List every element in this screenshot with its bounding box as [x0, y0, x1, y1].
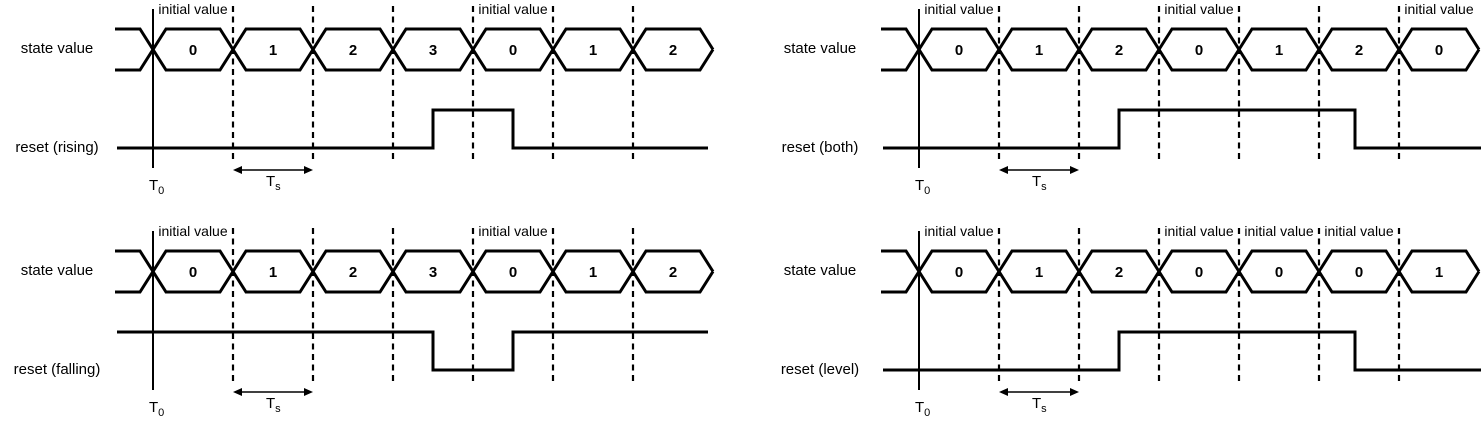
initial-value-label: initial value [1324, 223, 1393, 239]
state-value-label: state value [20, 40, 94, 57]
t0-label: T0 [149, 399, 164, 419]
state-value-label: state value [783, 262, 857, 279]
ts-interval-arrow [999, 166, 1079, 174]
state-bus-waveform [881, 27, 1481, 72]
cycle-boundary-lines [231, 6, 635, 163]
state-cell-values: 0 1 2 3 0 1 2 [189, 42, 677, 59]
state-cell-value: 2 [1355, 42, 1363, 59]
state-cell-value: 1 [1275, 42, 1283, 59]
initial-value-label: initial value [924, 1, 993, 17]
state-bus-waveform [115, 27, 715, 72]
state-cell-value: 0 [1275, 264, 1283, 281]
ts-label: Ts [1032, 173, 1047, 193]
state-value-label: state value [783, 40, 857, 57]
initial-value-labels: initial value initial value initial value [924, 1, 1473, 17]
state-cell-value: 1 [269, 264, 277, 281]
state-value-label: state value [20, 262, 94, 279]
state-cell-value: 3 [429, 42, 437, 59]
state-cell-value: 3 [429, 264, 437, 281]
initial-value-label: initial value [1244, 223, 1313, 239]
cycle-boundary-lines [997, 228, 1401, 385]
state-bus-waveform [881, 249, 1481, 294]
state-cell-value: 1 [589, 264, 597, 281]
reset-signal-waveform [117, 108, 708, 150]
initial-value-label: initial value [158, 223, 227, 239]
state-cell-value: 1 [1035, 264, 1043, 281]
state-cell-value: 2 [1115, 264, 1123, 281]
state-cell-values: 0 1 2 3 0 1 2 [189, 264, 677, 281]
reset-both-label: reset (both) [781, 139, 859, 156]
initial-value-label: initial value [1164, 223, 1233, 239]
ts-label: Ts [1032, 395, 1047, 415]
state-cell-value: 0 [509, 264, 517, 281]
state-cell-value: 1 [1035, 42, 1043, 59]
state-cell-value: 1 [589, 42, 597, 59]
t0-label: T0 [915, 399, 930, 419]
state-bus-waveform [115, 249, 715, 294]
state-cell-value: 2 [1115, 42, 1123, 59]
initial-value-labels: initial value initial value [158, 223, 547, 239]
initial-value-label: initial value [478, 1, 547, 17]
ts-interval-arrow [999, 388, 1079, 396]
initial-value-labels: initial value initial value [158, 1, 547, 17]
initial-value-label: initial value [478, 223, 547, 239]
state-cell-values: 0 1 2 0 1 2 0 [955, 42, 1443, 59]
state-cell-value: 0 [1195, 264, 1203, 281]
initial-value-labels: initial value initial value initial value i… [924, 223, 1393, 239]
ts-interval-arrow [233, 388, 313, 396]
cycle-boundary-lines [231, 228, 635, 385]
reset-falling-label: reset (falling) [13, 361, 101, 378]
t0-label: T0 [915, 177, 930, 197]
state-cell-value: 0 [1195, 42, 1203, 59]
state-cell-value: 0 [509, 42, 517, 59]
initial-value-label: initial value [1404, 1, 1473, 17]
reset-signal-waveform [883, 330, 1481, 372]
state-cell-values: 0 1 2 0 0 0 1 [955, 264, 1443, 281]
initial-value-label: initial value [924, 223, 993, 239]
reset-level-label: reset (level) [780, 361, 860, 378]
state-cell-value: 2 [349, 264, 357, 281]
state-cell-value: 0 [189, 42, 197, 59]
state-cell-value: 0 [1435, 42, 1443, 59]
state-cell-value: 2 [349, 42, 357, 59]
t0-label: T0 [149, 177, 164, 197]
reset-signal-waveform [883, 108, 1481, 150]
state-cell-value: 0 [955, 42, 963, 59]
initial-value-label: initial value [158, 1, 227, 17]
ts-label: Ts [266, 395, 281, 415]
state-cell-value: 0 [955, 264, 963, 281]
ts-label: Ts [266, 173, 281, 193]
reset-rising-label: reset (rising) [15, 139, 99, 156]
state-cell-value: 0 [1355, 264, 1363, 281]
state-cell-value: 1 [269, 42, 277, 59]
state-cell-value: 2 [669, 42, 677, 59]
ts-interval-arrow [233, 166, 313, 174]
initial-value-label: initial value [1164, 1, 1233, 17]
state-cell-value: 2 [669, 264, 677, 281]
reset-signal-waveform [117, 330, 708, 372]
state-cell-value: 1 [1435, 264, 1443, 281]
state-cell-value: 0 [189, 264, 197, 281]
cycle-boundary-lines [997, 6, 1401, 163]
